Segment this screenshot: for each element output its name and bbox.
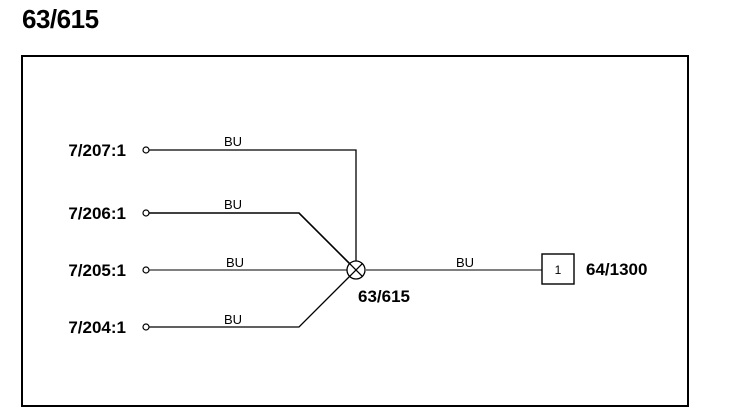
pin-box xyxy=(541,253,575,285)
output-connector-label: 64/1300 xyxy=(586,260,647,279)
wire-color-label: BU xyxy=(224,312,242,327)
connector-label-7-206: 7/206:1 xyxy=(68,204,126,223)
page-title: 63/615 xyxy=(22,4,99,34)
wire-color-label: BU xyxy=(226,255,244,270)
pin-number: 1 xyxy=(555,263,562,277)
connector-label-7-205: 7/205:1 xyxy=(68,261,126,280)
terminal-circle xyxy=(142,323,150,331)
splice-label: 63/615 xyxy=(358,287,410,306)
terminal-circle xyxy=(142,209,150,217)
connector-label-7-204: 7/204:1 xyxy=(68,318,126,337)
wire-color-label: BU xyxy=(224,134,242,149)
wire-7-204 xyxy=(149,275,351,328)
splice-icon xyxy=(346,260,366,280)
terminal-circle xyxy=(142,146,150,154)
wire-color-label: BU xyxy=(456,255,474,270)
terminal-circle xyxy=(142,266,150,274)
wire-7-207 xyxy=(149,149,357,261)
wire-7-206 xyxy=(149,212,351,265)
connector-label-7-207: 7/207:1 xyxy=(68,141,126,160)
diagram-frame xyxy=(21,55,689,407)
wire-color-label: BU xyxy=(224,197,242,212)
